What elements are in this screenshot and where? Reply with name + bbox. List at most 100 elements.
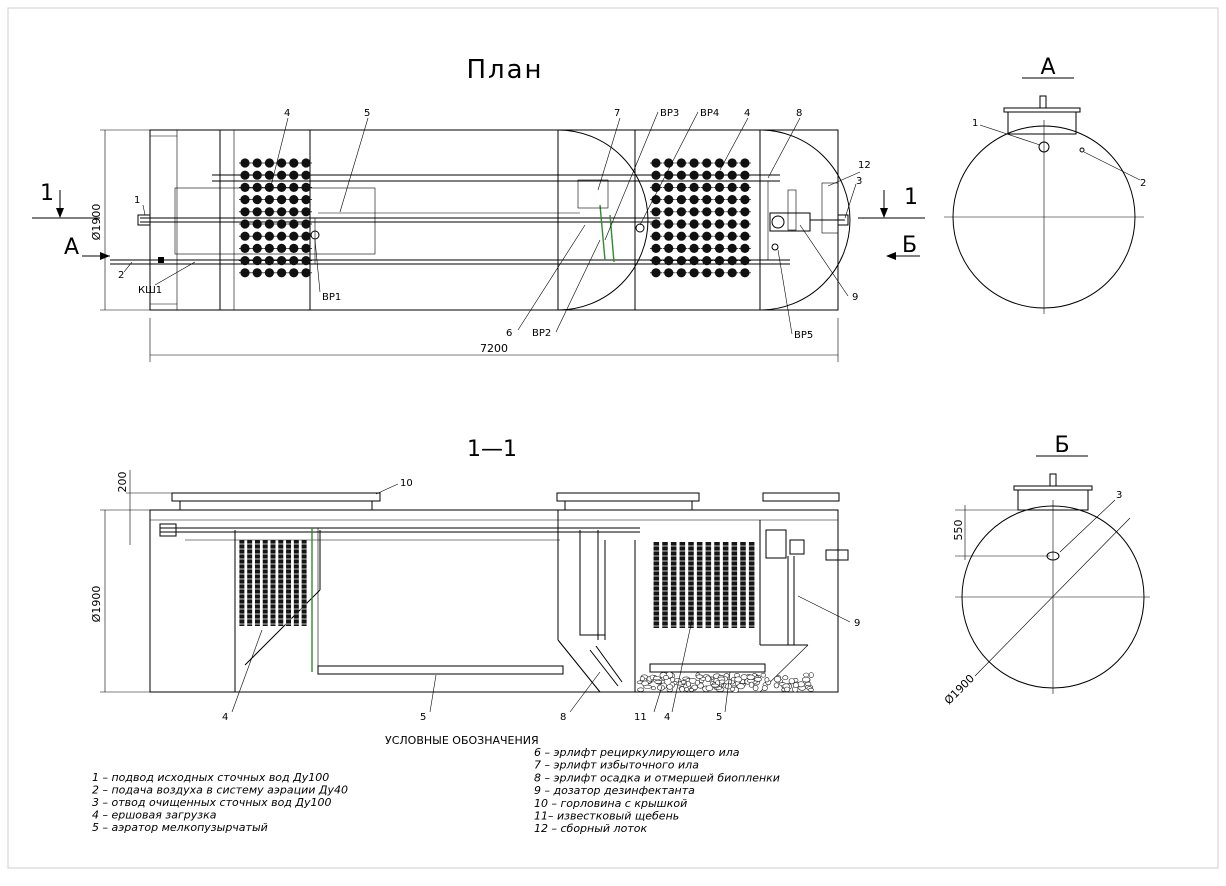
plan-label-vr4: ВР4: [700, 108, 719, 119]
section-title: 1—1: [467, 437, 517, 462]
gravel-stone: [695, 674, 704, 679]
gravel-stone: [760, 672, 766, 678]
cut-mark-a: А: [64, 235, 79, 260]
view-b: 3 550 Ø1900: [942, 473, 1150, 707]
view-a-label-1: 1: [972, 118, 978, 129]
gravel-stone: [663, 674, 669, 680]
collecting-tray: [821, 182, 839, 234]
manhole-3: [762, 492, 840, 502]
gravel-stone: [711, 683, 719, 688]
gravel-stone: [803, 672, 810, 678]
plan-label-2: 2: [118, 270, 124, 281]
view-a-title: А: [1040, 55, 1055, 80]
settler-arc-right: [759, 129, 851, 311]
view-a-label-2: 2: [1140, 178, 1146, 189]
gravel-stone: [654, 679, 662, 684]
section-tank-outline: [149, 509, 839, 693]
plan-label-vr1: ВР1: [322, 292, 341, 303]
section-top-dim: 200: [116, 472, 129, 493]
brush-bar: [239, 540, 245, 626]
gravel-stone: [643, 684, 652, 689]
plan-title: План: [466, 55, 543, 85]
gravel-stone: [650, 686, 656, 691]
brush-bar: [696, 542, 703, 628]
plan-label-7: 7: [614, 108, 620, 119]
gravel-stone: [783, 686, 791, 692]
plan-label-8: 8: [796, 108, 802, 119]
legend-item: 3 – отвод очищенных сточных вод Ду100: [92, 796, 332, 809]
outlet-fitting: [769, 212, 811, 232]
gravel-stone: [748, 681, 755, 688]
plan-label-9: 9: [852, 292, 858, 303]
view-b-diameter-dim: Ø1900: [942, 672, 977, 707]
view-b-label-3: 3: [1116, 490, 1122, 501]
brush-bar: [254, 540, 260, 626]
manhole-2: [556, 492, 700, 502]
view-a-manhole: [1007, 111, 1077, 135]
brush-bar: [748, 542, 755, 628]
gravel-stone: [653, 676, 661, 681]
view-b-title: Б: [1054, 433, 1069, 458]
plan-tank-outline: [149, 129, 839, 311]
gravel-stone: [792, 682, 799, 688]
gravel-stone: [718, 679, 726, 684]
plan-label-4a: 4: [284, 108, 290, 119]
settler-arc-left: [557, 129, 649, 311]
cut-mark-1-right: 1: [904, 185, 918, 210]
plan-label-1: 1: [134, 195, 140, 206]
plan-label-4b: 4: [744, 108, 750, 119]
view-a: 1 2: [944, 95, 1146, 314]
gravel-stone: [788, 678, 795, 685]
gravel-stone: [773, 675, 782, 683]
brush-bar: [247, 540, 253, 626]
plan-label-vr2: ВР2: [532, 328, 551, 339]
limestone-gravel: [636, 671, 814, 693]
legend-item: 10 – горловина с крышкой: [534, 797, 687, 810]
cut-mark-1-left: 1: [40, 181, 54, 206]
plan-label-6: 6: [506, 328, 512, 339]
legend-item: 4 – ершовая загрузка: [92, 809, 217, 822]
section-label-4a: 4: [222, 712, 228, 723]
legend-item: 8 – эрлифт осадка и отмершей биопленки: [534, 771, 780, 784]
brush-bar: [688, 542, 694, 628]
section-label-9: 9: [854, 618, 860, 629]
section-label-8: 8: [560, 712, 566, 723]
gravel-stone: [746, 674, 755, 680]
plan-label-5: 5: [364, 108, 370, 119]
section-diameter-dim: Ø1900: [90, 586, 103, 623]
plan-label-vr5: ВР5: [794, 330, 813, 341]
brush-bar: [278, 540, 284, 626]
aerator-1: [317, 665, 564, 675]
gravel-stone: [764, 677, 770, 683]
aerator-2: [649, 663, 766, 673]
section-brush-loading-2: [652, 542, 756, 628]
valve-vr4: [635, 223, 645, 233]
legend-item: 9 – дозатор дезинфектанта: [534, 784, 695, 797]
manhole-1: [171, 492, 381, 502]
brush-loading-2: [650, 158, 751, 278]
legend-title: УСЛОВНЫЕ ОБОЗНАЧЕНИЯ: [385, 734, 539, 747]
section-label-5a: 5: [420, 712, 426, 723]
brush-bar: [714, 542, 720, 628]
gravel-stone: [808, 672, 814, 678]
view-b-offset-dim: 550: [952, 520, 965, 541]
brush-bar: [679, 542, 686, 628]
gravel-stone: [639, 676, 645, 682]
gravel-stone: [689, 688, 694, 692]
brush-bar: [293, 540, 299, 626]
brush-bar: [705, 542, 712, 628]
gravel-stone: [684, 686, 690, 692]
plan-length-dim: 7200: [480, 342, 508, 355]
gravel-stone: [679, 686, 685, 693]
legend-item: 2 – подача воздуха в систему аэрации Ду4…: [92, 784, 348, 797]
gravel-stone: [801, 676, 811, 683]
gravel-stone: [694, 679, 700, 686]
drawing-frame: [7, 7, 1219, 869]
section-view: Ø1900 200 10 4 5 8 11 4 5 9: [90, 470, 860, 723]
cut-mark-b: Б: [902, 233, 917, 258]
airlift-block: [577, 179, 609, 209]
section-label-11: 11: [634, 712, 647, 723]
legend-item: 7 – эрлифт избыточного ила: [534, 759, 699, 772]
